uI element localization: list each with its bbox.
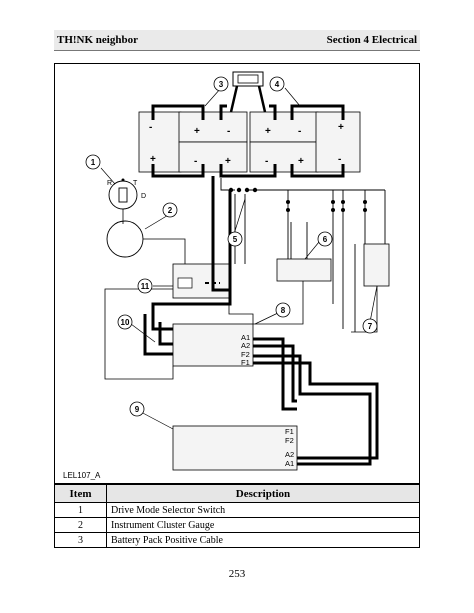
table-row: 3 Battery Pack Positive Cable [54, 532, 420, 548]
battery-pack [138, 111, 361, 173]
page-header: TH!NK neighbor Section 4 Electrical [54, 30, 420, 51]
selector-label-t: T [133, 180, 138, 187]
fuse-wiring [220, 178, 386, 332]
signal-wiring [104, 209, 304, 380]
battery-sign-minus: - [227, 126, 230, 137]
battery-sign-plus: + [265, 126, 271, 137]
instrument-cluster-gauge [106, 220, 144, 258]
callout-10: 10 [121, 318, 130, 327]
table-cell-item: 1 [54, 502, 107, 518]
callout-circle [362, 318, 378, 334]
callout-circle [85, 154, 101, 170]
battery-sign-minus: - [298, 126, 301, 137]
table-row: 2 Instrument Cluster Gauge [54, 517, 420, 533]
controller-pin-f2: F2 [241, 350, 250, 359]
callout-7: 7 [368, 322, 373, 331]
callout-circle [162, 202, 178, 218]
component-7-box [363, 243, 390, 287]
motor-pin-f2: F2 [285, 436, 294, 445]
battery-sign-plus: + [225, 156, 231, 167]
callouts: 1 2 3 4 5 6 7 8 9 10 11 [85, 76, 378, 417]
callout-5: 5 [233, 235, 238, 244]
callout-circle [137, 278, 153, 294]
controller-pin-f1: F1 [241, 358, 250, 367]
callout-8: 8 [281, 306, 286, 315]
wiring-diagram: - + + - - + + - - + + - [54, 63, 420, 484]
callout-2: 2 [168, 206, 173, 215]
callout-3: 3 [219, 80, 224, 89]
table-header-row: Item Description [54, 484, 420, 503]
callout-circle [269, 76, 285, 92]
callout-leaders [100, 87, 378, 430]
selector-label-r: R [107, 180, 112, 187]
controller-pin-a1: A1 [241, 333, 250, 342]
battery-sign-minus: - [338, 154, 341, 165]
controller-pin-labels: A1 A2 F2 F1 [241, 333, 250, 367]
table-cell-item: 2 [54, 517, 107, 533]
table-cell-description: Instrument Cluster Gauge [106, 517, 420, 533]
column-header-description: Description [106, 484, 420, 503]
callout-circle [213, 76, 229, 92]
drive-mode-selector-switch [108, 178, 138, 210]
table-cell-item: 3 [54, 532, 107, 548]
figure-id: LEL107_A [63, 471, 101, 480]
motor-pin-a2: A2 [285, 450, 294, 459]
controller-pin-a2: A2 [241, 341, 250, 350]
motor [172, 425, 298, 471]
table-cell-description: Drive Mode Selector Switch [106, 502, 420, 518]
battery-sign-plus: + [194, 126, 200, 137]
motor-pin-labels: F1 F2 A2 A1 [285, 427, 294, 468]
callout-11: 11 [141, 282, 150, 291]
callout-circle [275, 302, 291, 318]
header-title-left: TH!NK neighbor [57, 34, 138, 46]
battery-sign-plus: + [150, 154, 156, 165]
callout-6: 6 [323, 235, 328, 244]
callout-4: 4 [275, 80, 280, 89]
component-6-box [276, 258, 332, 282]
header-title-right: Section 4 Electrical [326, 34, 417, 46]
callout-circle [129, 401, 145, 417]
column-header-item: Item [54, 484, 107, 503]
selector-label-d: D [141, 193, 146, 200]
table-cell-description: Battery Pack Positive Cable [106, 532, 420, 548]
callout-1: 1 [91, 158, 96, 167]
battery-disconnect [229, 71, 267, 113]
callout-circle [227, 231, 243, 247]
component-11 [172, 263, 230, 299]
battery-links [151, 104, 345, 178]
battery-sign-plus: + [298, 156, 304, 167]
callout-circle [117, 314, 133, 330]
battery-terminal-signs: - + + - - + + - - + + - [149, 122, 344, 167]
battery-sign-minus: - [149, 122, 152, 133]
page-number: 253 [228, 568, 246, 580]
callout-circle [317, 231, 333, 247]
motor-pin-a1: A1 [285, 459, 294, 468]
motor-pin-f1: F1 [285, 427, 294, 436]
battery-sign-minus: - [265, 156, 268, 167]
battery-sign-plus: + [338, 122, 344, 133]
callout-9: 9 [135, 405, 140, 414]
legend-table: Item Description 1 Drive Mode Selector S… [54, 484, 420, 548]
main-wiring [143, 176, 379, 466]
fuses [228, 187, 367, 212]
selector-labels: R T D [107, 180, 146, 200]
battery-sign-minus: - [194, 156, 197, 167]
table-row: 1 Drive Mode Selector Switch [54, 502, 420, 518]
